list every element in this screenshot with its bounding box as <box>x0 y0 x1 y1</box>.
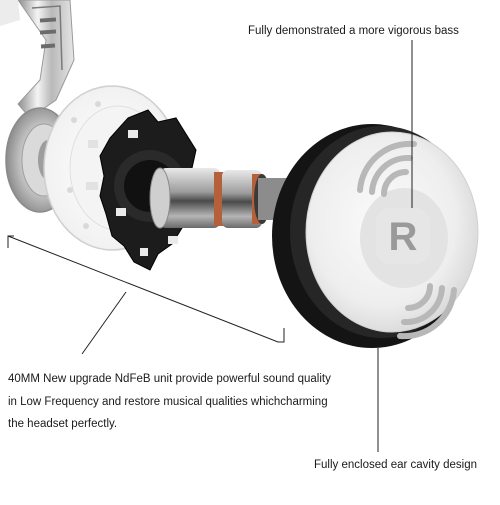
ear-cavity-caption: Fully enclosed ear cavity design <box>314 459 477 471</box>
ndfeb-driver-unit <box>149 167 288 229</box>
logo-letter: R <box>389 215 418 259</box>
callout-lines <box>7 40 418 452</box>
driver-description-line-1: 40MM New upgrade NdFeB unit provide powe… <box>8 373 331 385</box>
bass-caption: Fully demonstrated a more vigorous bass <box>248 25 459 37</box>
headband-slider <box>0 0 75 119</box>
sound-wave-icon <box>357 140 457 340</box>
driver-description-line-2: in Low Frequency and restore musical qua… <box>8 396 328 408</box>
driver-description-line-3: the headset perfectly. <box>8 418 118 430</box>
